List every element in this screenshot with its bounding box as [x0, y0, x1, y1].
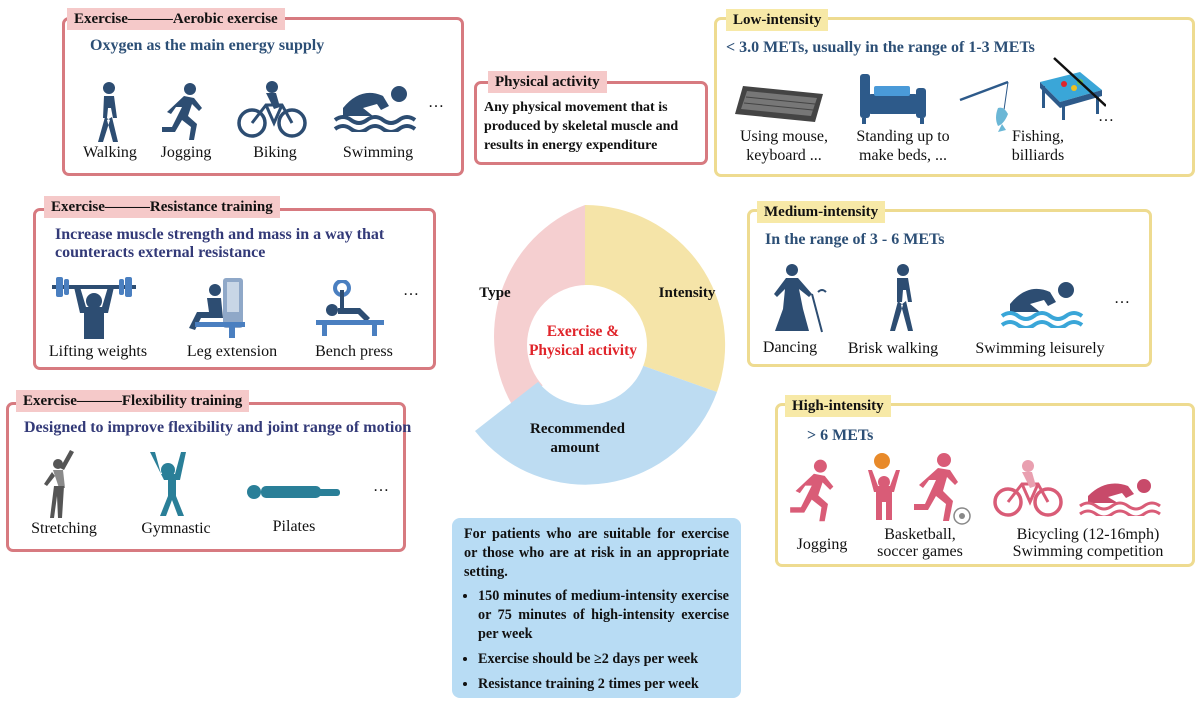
center-title: Exercise & Physical activity [528, 323, 638, 359]
donut-segment-amount [475, 365, 717, 485]
high-intensity-panel [775, 403, 1195, 567]
bench-press-label: Bench press [315, 343, 393, 360]
aerobic-title: Exercise———Aerobic exercise [67, 8, 285, 30]
basketball-soccer-label: Basketball, soccer games [877, 526, 963, 560]
swimming-label: Swimming [342, 144, 414, 161]
donut-segment-intensity [585, 204, 726, 392]
donut-segment-type [494, 205, 585, 411]
swimming-leisurely-label: Swimming leisurely [975, 340, 1105, 357]
fishing-icon [959, 80, 1009, 132]
jogging-icon [162, 83, 202, 140]
bicycling-swimming-label: Bicycling (12-16mph) Swimming competitio… [1012, 526, 1164, 560]
lifting-weights-label: Lifting weights [48, 343, 148, 360]
bicycling-icon [993, 460, 1063, 517]
swimming-icon [333, 86, 417, 132]
keyboard-icon [735, 86, 823, 122]
donut-label-intensity: Intensity [658, 285, 716, 301]
aerobic-more: … [428, 94, 444, 111]
recommendation-item: Exercise should be ≥2 days per week [478, 650, 729, 669]
bench-press-icon [316, 280, 384, 336]
recommendation-box: For patients who are suitable for exerci… [452, 518, 741, 698]
dancing-icon [774, 264, 827, 333]
medium-intensity-panel [747, 209, 1152, 367]
medium-intensity-title: Medium-intensity [757, 201, 886, 223]
donut-chart [475, 204, 726, 485]
mouse-keyboard-label: Using mouse, keyboard ... [740, 128, 828, 164]
resistance-title: Exercise———Resistance training [44, 196, 280, 218]
high-intensity-title: High-intensity [785, 395, 891, 417]
low-intensity-more: … [1098, 108, 1114, 125]
gymnastic-icon [150, 452, 186, 516]
swimming-leisurely-icon [1000, 282, 1084, 328]
biking-icon [237, 81, 307, 138]
gymnastic-label: Gymnastic [141, 520, 211, 537]
flexibility-more: … [373, 478, 389, 495]
flexibility-desc: Designed to improve flexibility and join… [24, 419, 412, 436]
swimming-competition-icon [1079, 479, 1161, 516]
recommendation-list: 150 minutes of medium-intensity exercise… [464, 587, 729, 694]
medium-intensity-desc: In the range of 3 - 6 METs [765, 231, 945, 248]
make-beds-label: Standing up to make beds, ... [856, 128, 950, 164]
physical-activity-panel [474, 81, 708, 165]
aerobic-desc: Oxygen as the main energy supply [90, 37, 325, 54]
sofa-icon [860, 74, 926, 124]
resistance-desc: Increase muscle strength and mass in a w… [55, 226, 385, 261]
biking-label: Biking [253, 144, 297, 161]
recommendation-item: Resistance training 2 times per week [478, 675, 729, 694]
resistance-more: … [403, 282, 419, 299]
leg-extension-icon [189, 278, 245, 338]
low-intensity-title: Low-intensity [726, 9, 829, 31]
brisk-walking-icon [890, 264, 913, 331]
high-jogging-icon [790, 459, 834, 522]
basketball-icon [868, 453, 900, 520]
recommendation-item: 150 minutes of medium-intensity exercise… [478, 587, 729, 644]
dancing-label: Dancing [762, 339, 818, 356]
low-intensity-desc: < 3.0 METs, usually in the range of 1-3 … [726, 39, 1035, 56]
recommendation-intro: For patients who are suitable for exerci… [464, 526, 729, 580]
physical-activity-desc: Any physical movement that is produced b… [484, 100, 679, 153]
pilates-label: Pilates [272, 518, 316, 535]
physical-activity-title: Physical activity [488, 71, 607, 93]
walking-icon [98, 82, 118, 142]
high-intensity-desc: > 6 METs [807, 427, 874, 444]
donut-label-type: Type [479, 285, 511, 301]
flexibility-title: Exercise———Flexibility training [16, 390, 250, 412]
fishing-billiards-label: Fishing, billiards [1011, 128, 1065, 164]
leg-extension-label: Leg extension [186, 343, 278, 360]
lifting-weights-icon [52, 277, 136, 339]
stretching-icon [44, 450, 74, 518]
high-jogging-label: Jogging [796, 536, 848, 553]
medium-intensity-more: … [1114, 290, 1130, 307]
brisk-walking-label: Brisk walking [847, 340, 939, 357]
billiards-icon [1040, 57, 1106, 120]
donut-label-amount: Recommended amount [530, 421, 625, 456]
walking-label: Walking [83, 144, 137, 161]
jogging-label: Jogging [160, 144, 212, 161]
soccer-icon [914, 453, 971, 525]
stretching-label: Stretching [31, 520, 97, 537]
pilates-icon [247, 485, 340, 499]
